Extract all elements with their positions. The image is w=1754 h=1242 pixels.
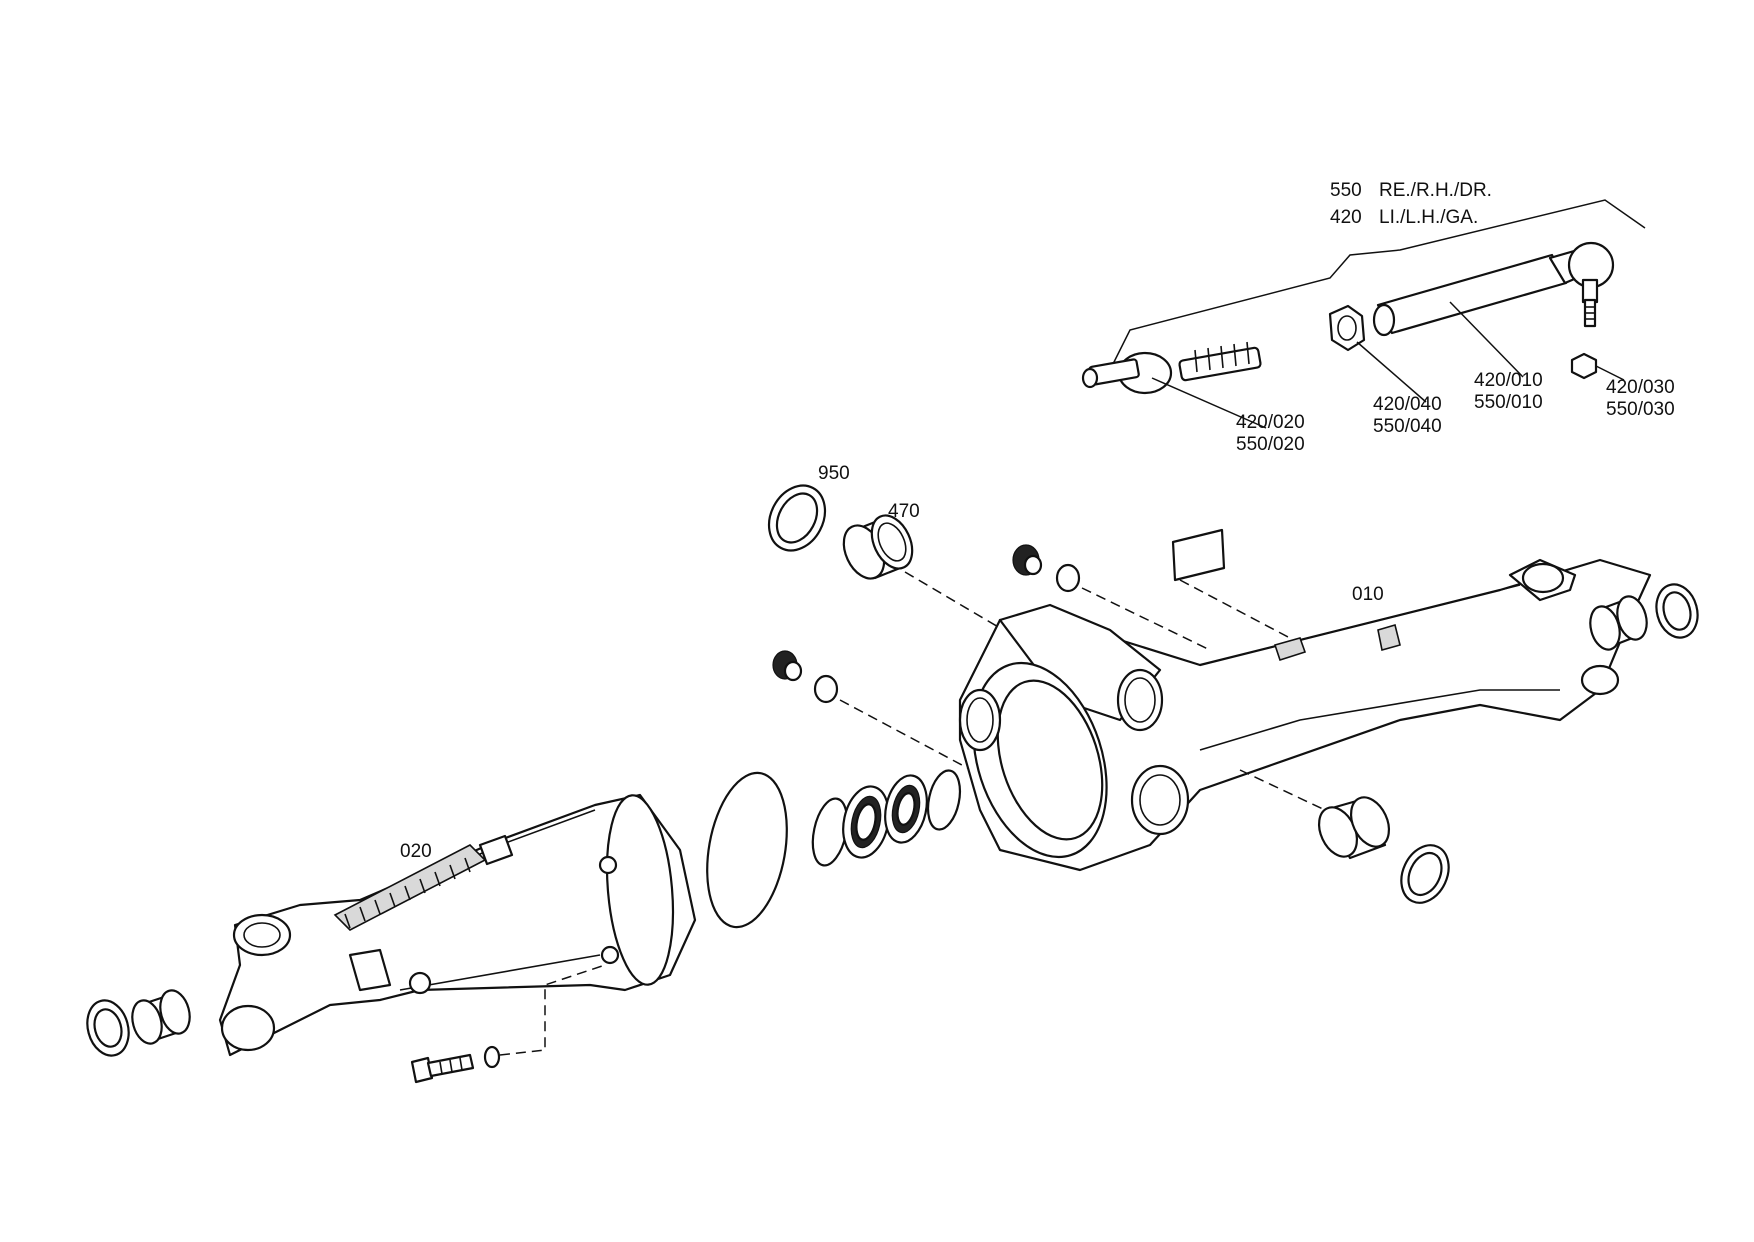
callout-420-030-l1: 420/030 xyxy=(1606,377,1675,398)
breather-plug-left xyxy=(772,650,839,704)
callout-420-030: 420/030 550/030 xyxy=(1606,377,1675,421)
bushing-left xyxy=(131,989,191,1045)
bolt-dash xyxy=(499,964,606,1056)
leader-420-040 xyxy=(1356,341,1427,403)
bushing-axis-dash xyxy=(904,571,1001,629)
leader-420-010 xyxy=(1449,301,1524,378)
callout-420-040-l1: 420/040 xyxy=(1373,394,1442,415)
breather-plug-top xyxy=(1012,544,1081,593)
callout-010: 010 xyxy=(1352,584,1384,605)
lock-nut xyxy=(1328,304,1366,352)
leader-420-020 xyxy=(1151,377,1267,429)
callout-420-030-l2: 550/030 xyxy=(1606,399,1675,420)
washer xyxy=(483,1045,501,1069)
seal-ring-right xyxy=(1655,583,1699,639)
legend-left-code: 420 xyxy=(1330,207,1362,228)
breather-left-dash xyxy=(839,699,991,781)
legend-right-text: RE./R.H./DR. xyxy=(1379,180,1492,201)
callout-420-010-l2: 550/010 xyxy=(1474,392,1543,413)
callout-420-040: 420/040 550/040 xyxy=(1373,394,1442,438)
callout-420-020: 420/020 550/020 xyxy=(1236,412,1305,456)
callout-420-020-l1: 420/020 xyxy=(1236,412,1305,433)
nut-outer xyxy=(1570,352,1598,380)
bushing-470 xyxy=(842,514,914,580)
axle-arm-020 xyxy=(218,793,697,1057)
data-plate xyxy=(1171,528,1226,582)
legend-right-code: 550 xyxy=(1330,180,1362,201)
breather-top-dash xyxy=(1081,587,1211,651)
tie-rod-tube xyxy=(1372,241,1615,337)
bolt xyxy=(410,1053,475,1084)
seal-ring-lower-right xyxy=(1400,844,1450,904)
leader-420-030 xyxy=(1595,365,1625,381)
bushing-right xyxy=(1589,595,1648,651)
callout-420-040-l2: 550/040 xyxy=(1373,416,1442,437)
legend-left-text: LI./L.H./GA. xyxy=(1379,207,1479,228)
callout-420-010: 420/010 550/010 xyxy=(1474,370,1543,414)
seal-ring-left xyxy=(86,999,130,1057)
plate-dash xyxy=(1179,579,1291,639)
callout-420-020-l2: 550/020 xyxy=(1236,434,1305,455)
o-ring-large xyxy=(706,771,788,929)
axle-housing-010 xyxy=(958,558,1652,872)
bushing-lower-right xyxy=(1317,796,1391,860)
bearing-set xyxy=(811,769,962,867)
seal-ring-950 xyxy=(767,484,827,552)
callout-470: 470 xyxy=(888,501,920,522)
tie-rod-group-bracket xyxy=(1106,199,1646,377)
callout-020: 020 xyxy=(400,841,432,862)
ball-joint-inner xyxy=(1081,341,1262,395)
callout-420-010-l1: 420/010 xyxy=(1474,370,1543,391)
callout-950: 950 xyxy=(818,463,850,484)
lower-bushing-dash xyxy=(1239,769,1326,811)
